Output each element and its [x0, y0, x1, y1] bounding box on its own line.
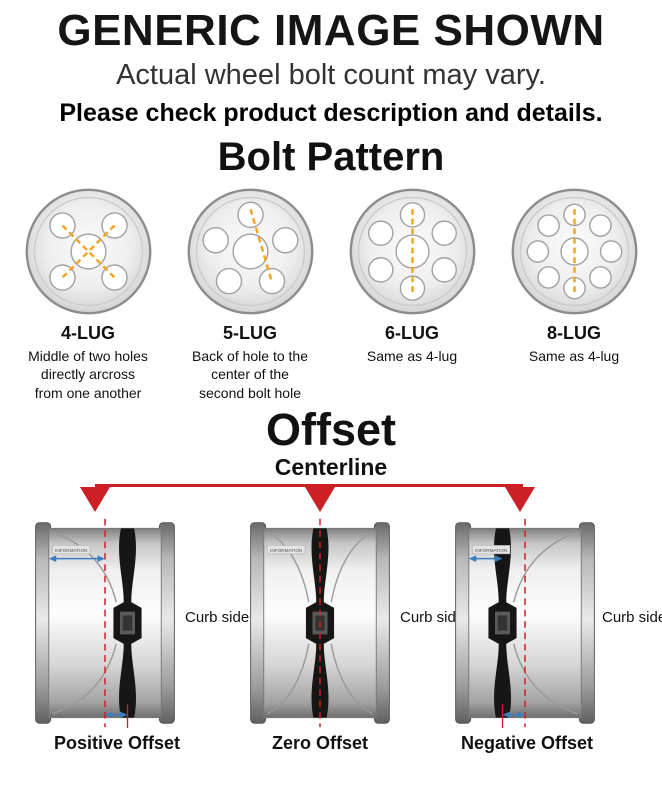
- bolt-pattern-section: Bolt Pattern: [0, 136, 662, 402]
- centerline-marker-triangle: [505, 487, 535, 512]
- offset-labels-row: Positive Offset Zero Offset Negative Off…: [0, 733, 662, 763]
- lug-label: 5-LUG: [223, 323, 277, 344]
- centerline-block: Centerline: [0, 453, 662, 517]
- offset-width-arrow: [48, 555, 105, 562]
- lug-description: Middle of two holes directly arcross fro…: [28, 348, 148, 401]
- wheel-cross-section-positive: INFORMATION: [35, 518, 175, 729]
- positive-offset-label: Positive Offset: [53, 733, 181, 753]
- bolt-item-8lug: 8-LUG Same as 4-lug: [496, 184, 652, 402]
- offset-distance-arrow: [502, 711, 525, 719]
- curb-side-label: Curb side: [185, 609, 250, 626]
- lug-label: 6-LUG: [385, 323, 439, 344]
- lug-description: Same as 4-lug: [366, 348, 458, 365]
- page-title: GENERIC IMAGE SHOWN: [57, 6, 605, 55]
- bolt-pattern-row: 4-LUG Middle of two holes directly arcro…: [0, 184, 662, 402]
- page-subtitle: Actual wheel bolt count may vary.: [116, 59, 546, 92]
- offset-wheels-row: INFORMATION Curb side: [0, 517, 662, 729]
- barrel-marking: INFORMATION: [270, 548, 302, 553]
- barrel-marking: INFORMATION: [55, 548, 87, 553]
- lug-label: 4-LUG: [61, 323, 115, 344]
- wheel-cross-section-zero: INFORMATION: [250, 518, 390, 728]
- wheel-cross-section-negative: INFORMATION: [455, 518, 595, 729]
- lug-description: Same as 4-lug: [528, 348, 620, 365]
- centerline-bar: [95, 484, 523, 487]
- curb-side-label: Curb side: [602, 609, 662, 626]
- lug-label: 8-LUG: [547, 323, 601, 344]
- bolt-diagram-8-lug-icon: [511, 188, 637, 315]
- measure-guides: [61, 224, 115, 279]
- lug-description: Back of hole to the center of the second…: [192, 348, 308, 401]
- offset-title: Offset: [265, 403, 396, 455]
- barrel-marking: INFORMATION: [475, 548, 507, 553]
- bolt-item-6lug: 6-LUG Same as 4-lug: [334, 184, 490, 402]
- offset-distance-arrow: [105, 711, 128, 719]
- zero-offset-label: Zero Offset: [271, 733, 369, 753]
- bolt-diagram-5-lug-icon: [187, 188, 313, 315]
- offset-section: Offset Centerline: [0, 403, 662, 763]
- negative-offset-label: Negative Offset: [460, 733, 594, 753]
- bolt-item-4lug: 4-LUG Middle of two holes directly arcro…: [10, 184, 166, 402]
- bolt-diagram-6-lug-icon: [349, 188, 475, 315]
- lug-holes: [201, 201, 299, 295]
- centerline-marker-triangle: [80, 487, 110, 512]
- bolt-pattern-title: Bolt Pattern: [217, 135, 445, 180]
- centerline-marker-triangle: [305, 487, 335, 512]
- page-note: Please check product description and det…: [59, 99, 603, 128]
- measure-guides: [248, 208, 273, 282]
- centerline-label: Centerline: [0, 454, 662, 481]
- bolt-diagram-4-lug-icon: [25, 188, 151, 315]
- offset-width-arrow: [468, 555, 503, 562]
- curb-side-label: Curb side: [400, 609, 465, 626]
- header: GENERIC IMAGE SHOWN Actual wheel bolt co…: [0, 0, 662, 128]
- bolt-item-5lug: 5-LUG Back of hole to the center of the …: [172, 184, 328, 402]
